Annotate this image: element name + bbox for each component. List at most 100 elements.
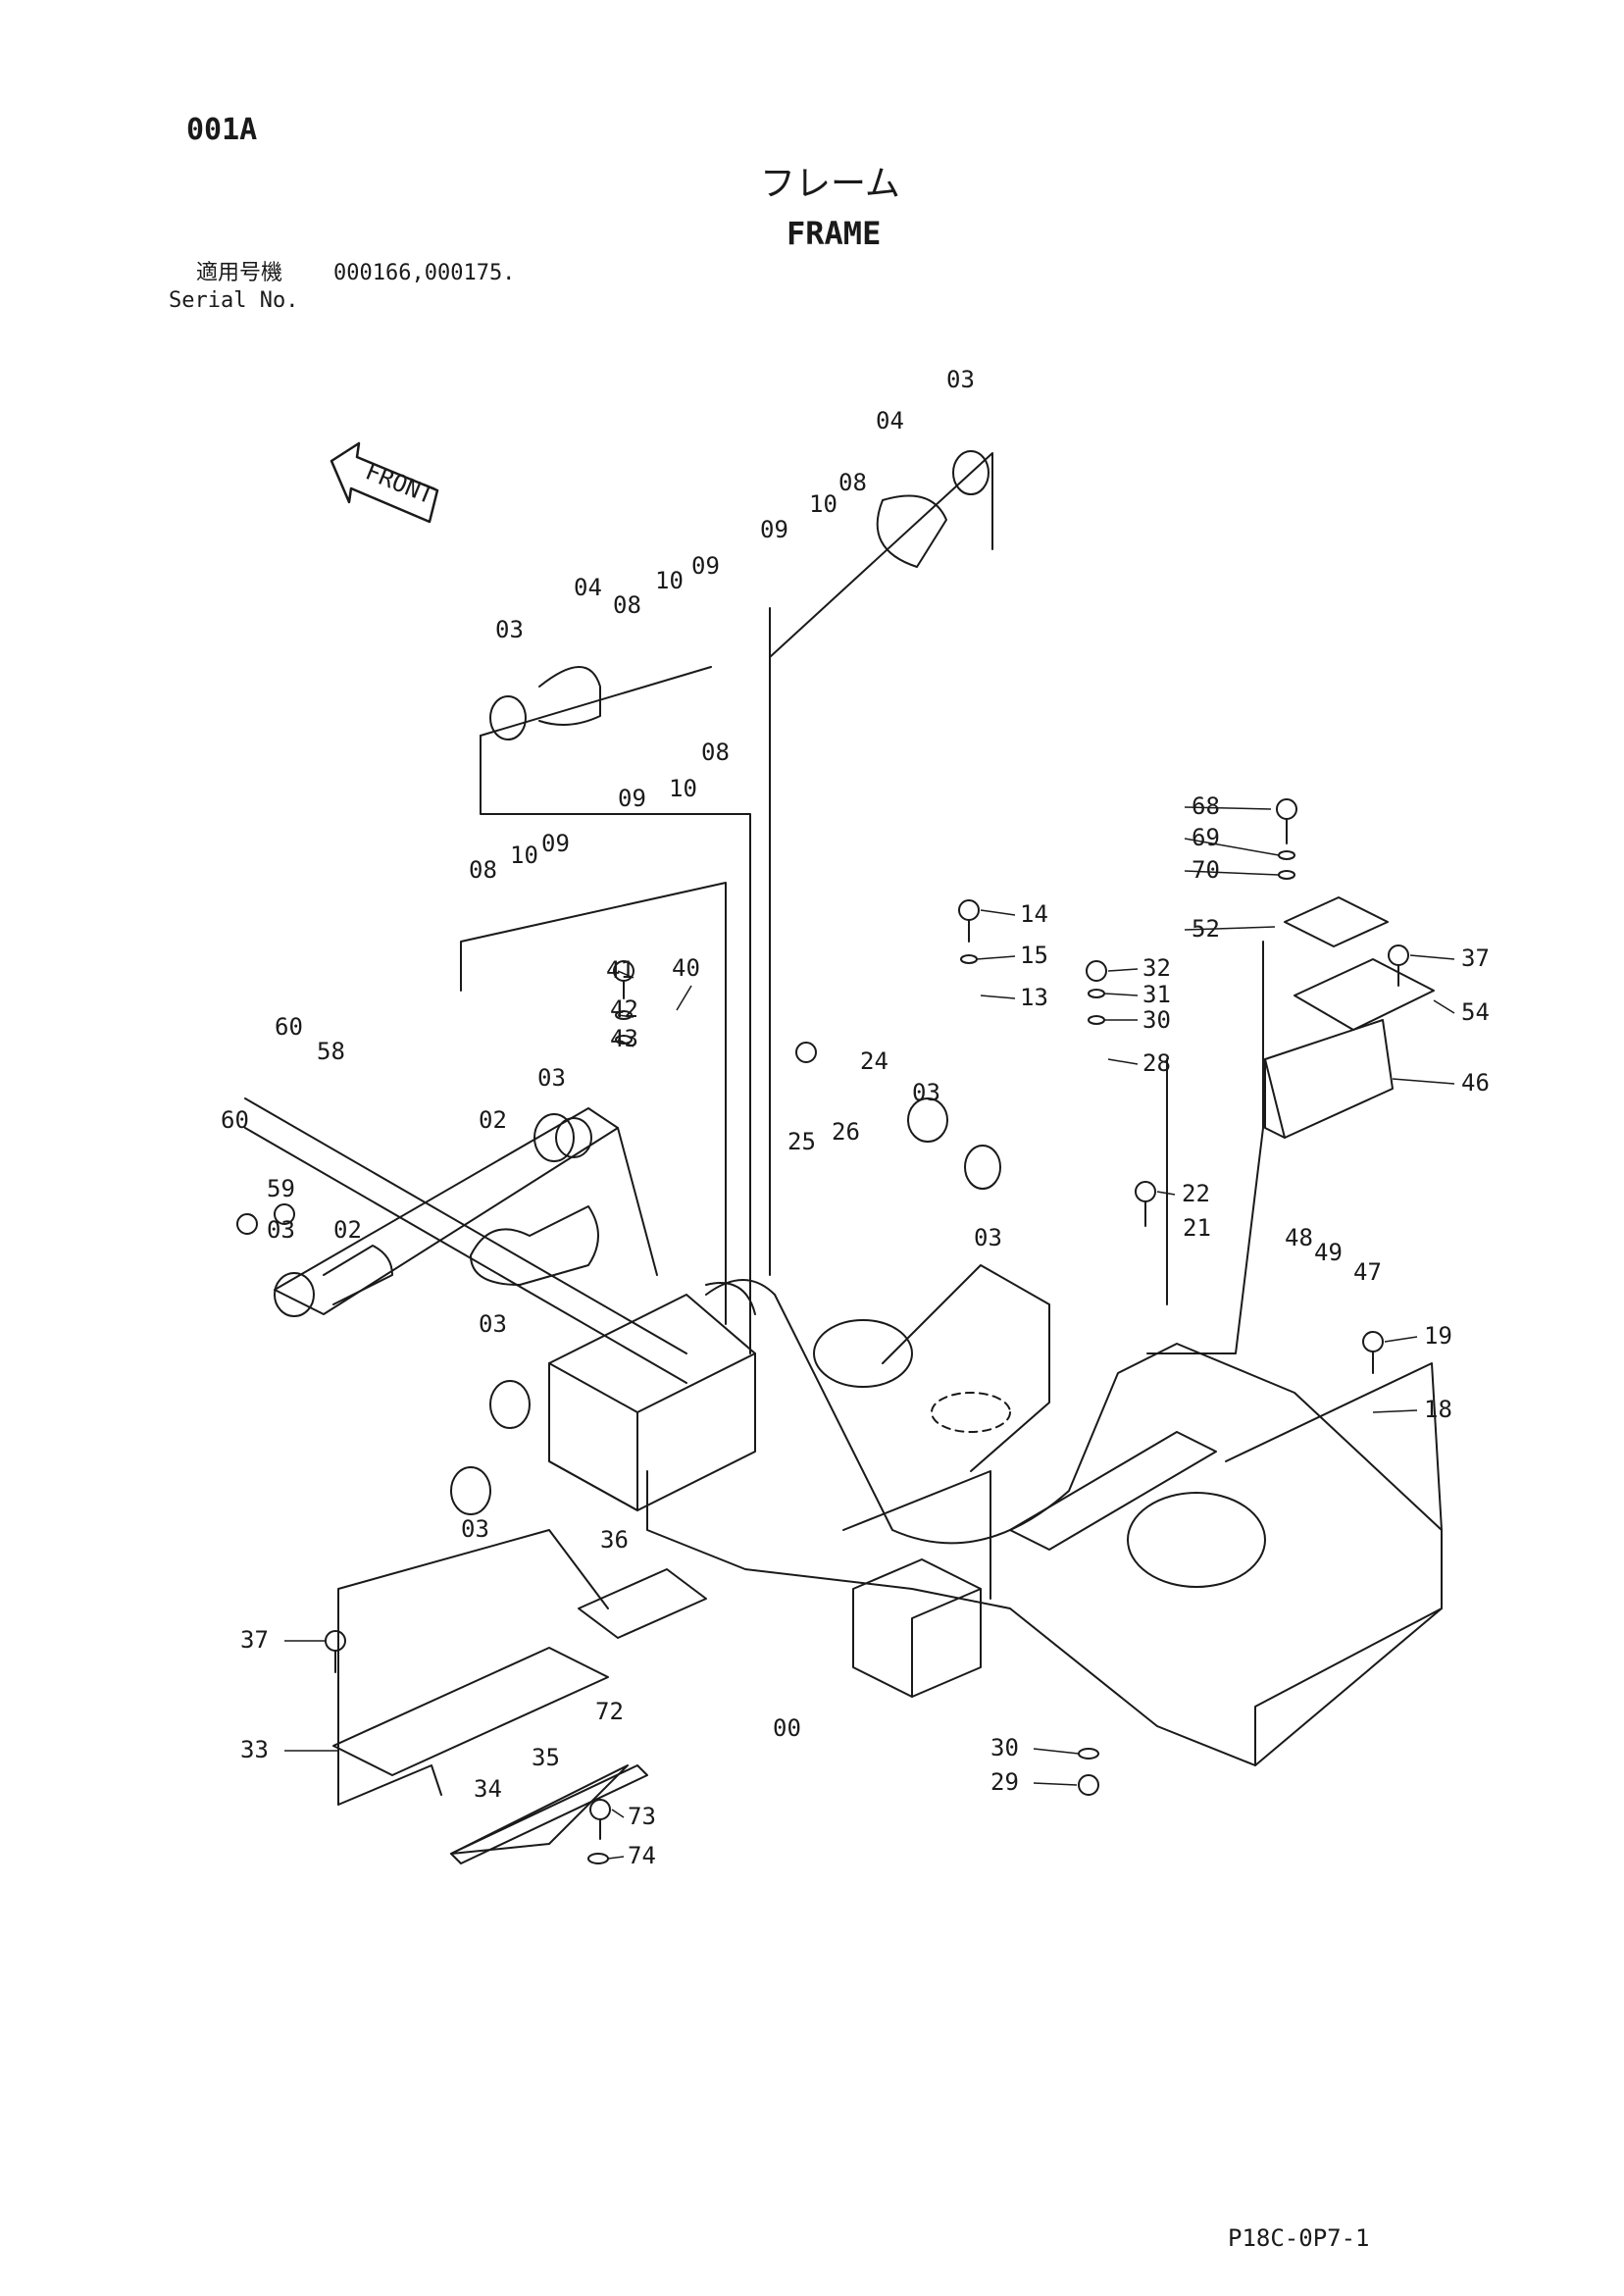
callout-label: 59 [267,1175,295,1202]
callout-label: 60 [275,1013,303,1041]
callout-leader-line [617,1014,634,1018]
callout-label: 03 [946,366,975,393]
callout-label: 14 [1020,900,1048,928]
callout-label: 26 [832,1118,860,1146]
callout-label: 18 [1424,1396,1452,1423]
callout-label: 47 [1353,1258,1382,1286]
page-title-japanese: フレーム [760,164,900,204]
callout-leader-line [1184,806,1272,810]
callout-label: 33 [240,1736,269,1763]
callout-leader-line [1184,870,1280,876]
callout-label: 10 [809,490,837,518]
callout-label: 04 [574,574,602,601]
front-arrow-icon: FRONT [330,441,439,524]
callout-leader-line [1184,926,1276,931]
callout-label: 10 [655,567,684,594]
callout-label: 09 [541,830,570,857]
callout-label: 08 [701,739,730,766]
callout-leader-line [617,970,634,979]
callout-label: 21 [1183,1214,1211,1242]
callout-label: 32 [1142,954,1171,982]
callout-label: 02 [479,1106,507,1134]
callout-label: 25 [787,1128,816,1155]
callout-label: 10 [510,842,538,869]
serial-label: Serial No. [169,288,299,313]
page-code: 001A [186,113,258,147]
callout-label: 04 [876,407,904,434]
callout-leader-line [976,955,1016,960]
serial-label-japanese: 適用号機 [196,261,283,285]
callout-leader-line [1107,968,1139,972]
callout-label: 68 [1192,792,1220,820]
callout-label: 03 [974,1224,1002,1251]
callout-label: 24 [860,1047,888,1075]
callout-label: 03 [479,1310,507,1338]
page-title: FRAME [787,215,882,252]
callout-leaders [284,806,1455,1860]
callout-label: 02 [333,1216,362,1244]
callout-label: 30 [990,1734,1019,1761]
callout-label: 70 [1192,856,1220,884]
callout-label: 08 [838,469,867,496]
callout-label: 37 [240,1626,269,1654]
callout-label: 73 [628,1803,656,1830]
callout-label: 29 [990,1768,1019,1796]
callout-label: 10 [669,775,697,802]
callout-leader-line [980,909,1016,916]
boom-pins [244,450,1001,1515]
callout-label: 74 [628,1842,656,1869]
callout-label: 09 [691,552,720,580]
callout-label: 72 [595,1698,624,1725]
callout-label: 03 [912,1079,940,1106]
callout-leader-line [1184,838,1280,856]
callout-label: 40 [672,954,700,982]
callout-leader-line [1103,993,1139,996]
callout-label: 08 [469,856,497,884]
callout-leader-line [1433,999,1455,1014]
callout-label: 37 [1461,944,1490,972]
drawing-code: P18C-0P7-1 [1228,2224,1370,2252]
front-arrow-label: FRONT [362,458,437,510]
callout-label: 03 [495,616,524,643]
callout-label: 46 [1461,1069,1490,1097]
callout-label: 49 [1314,1239,1343,1266]
callout-label: 09 [618,785,646,812]
callout-label: 28 [1142,1049,1171,1077]
callout-label: 22 [1182,1180,1210,1207]
step-plates [332,896,1435,1864]
callout-leader-line [1107,1058,1139,1065]
callout-label: 58 [317,1038,345,1065]
callout-label: 03 [267,1216,295,1244]
leader-brackets [274,452,1264,1855]
callout-leader-line [1033,1748,1080,1755]
callout-leader-line [611,1809,625,1818]
callout-leader-line [1409,954,1455,960]
serial-numbers: 000166,000175. [333,261,516,285]
callout-label: 08 [613,591,641,619]
callout-label: 60 [221,1106,249,1134]
callout-label: 69 [1192,824,1220,851]
callout-leader-line [1372,1409,1418,1413]
callout-label: 36 [600,1526,629,1554]
callout-label: 09 [760,516,788,543]
callout-leader-line [1033,1782,1078,1786]
callout-leader-line [676,985,692,1011]
callout-leader-line [1392,1078,1455,1085]
callout-label: 19 [1424,1322,1452,1350]
callout-leader-line [1156,1191,1176,1196]
callout-label: 03 [461,1515,489,1543]
callout-leader-line [980,995,1016,999]
callout-leader-line [617,1039,634,1047]
hardware [236,798,1409,1864]
callout-label: 35 [532,1744,560,1771]
callout-label: 48 [1285,1224,1313,1251]
callout-label: 34 [474,1775,502,1803]
callout-label: 54 [1461,998,1490,1026]
callout-label: 41 [606,956,634,984]
callout-label: 30 [1142,1006,1171,1034]
callout-label: 15 [1020,942,1048,969]
callout-label: 00 [773,1714,801,1742]
callout-label: 13 [1020,984,1048,1011]
